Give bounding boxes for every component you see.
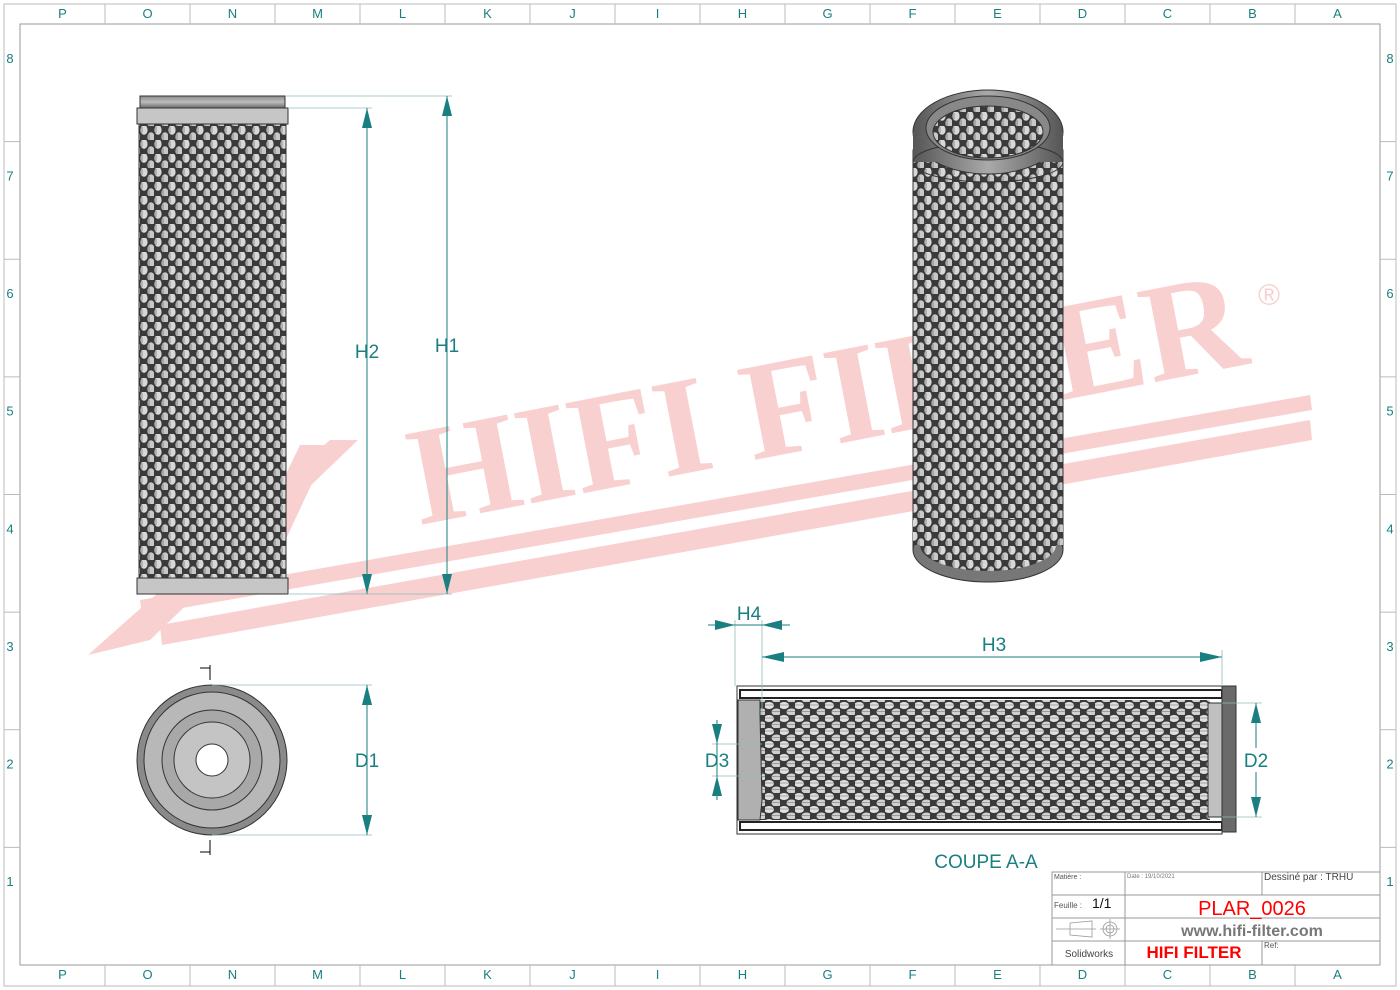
column-label: N bbox=[228, 967, 237, 982]
column-label: F bbox=[909, 967, 917, 982]
brand-text: HIFI FILTER bbox=[1146, 943, 1241, 962]
row-label: 1 bbox=[6, 874, 13, 889]
end-view: D1 bbox=[136, 665, 379, 855]
column-label: E bbox=[993, 967, 1002, 982]
column-label: O bbox=[142, 6, 152, 21]
front-view: H2 H1 bbox=[136, 95, 459, 595]
row-label: 4 bbox=[6, 521, 13, 536]
column-label: P bbox=[58, 967, 67, 982]
column-label: G bbox=[822, 6, 832, 21]
row-label: 4 bbox=[1386, 521, 1393, 536]
row-label: 3 bbox=[6, 639, 13, 654]
dim-h4: H4 bbox=[737, 604, 762, 625]
row-label: 5 bbox=[1386, 404, 1393, 419]
row-label: 8 bbox=[6, 51, 13, 66]
column-label: C bbox=[1163, 6, 1172, 21]
column-label: D bbox=[1078, 6, 1087, 21]
row-label: 7 bbox=[6, 168, 13, 183]
column-label: N bbox=[228, 6, 237, 21]
column-label: O bbox=[142, 967, 152, 982]
row-label: 5 bbox=[6, 404, 13, 419]
column-label: J bbox=[569, 967, 576, 982]
website-text: www.hifi-filter.com bbox=[1180, 923, 1323, 940]
row-label: 2 bbox=[1386, 757, 1393, 772]
row-label: 2 bbox=[6, 757, 13, 772]
column-label: I bbox=[656, 6, 660, 21]
column-label: H bbox=[738, 967, 747, 982]
section-view: H4 H3 D3 D2 COUPE A-A bbox=[705, 604, 1272, 873]
row-label: 7 bbox=[1386, 168, 1393, 183]
registered-mark: ® bbox=[1258, 279, 1280, 312]
dim-h2: H2 bbox=[355, 342, 379, 363]
column-label: H bbox=[738, 6, 747, 21]
row-label: 1 bbox=[1386, 874, 1393, 889]
column-label: F bbox=[909, 6, 917, 21]
column-label: K bbox=[483, 6, 492, 21]
column-label: G bbox=[822, 967, 832, 982]
dim-h1: H1 bbox=[435, 336, 459, 357]
column-label: B bbox=[1248, 6, 1257, 21]
column-label: A bbox=[1333, 6, 1342, 21]
column-label: L bbox=[399, 6, 406, 21]
projection-symbol-icon bbox=[1056, 919, 1120, 939]
column-label: L bbox=[399, 967, 406, 982]
drawing-number: PLAR_0026 bbox=[1198, 898, 1306, 920]
column-label: P bbox=[58, 6, 67, 21]
title-block: Matière : Date : 19/10/2021 Dessiné par … bbox=[1051, 871, 1381, 966]
row-label: 3 bbox=[1386, 639, 1393, 654]
grid-references: P P O O N N M M L L K K J J I I H H G G F F E E D D C C B B A A 8 8 7 7 6 6 5 5… bbox=[4, 4, 1396, 986]
software-text: Solidworks bbox=[1065, 949, 1113, 960]
matiere-label: Matière : bbox=[1054, 874, 1081, 881]
dim-h3: H3 bbox=[982, 635, 1006, 656]
dim-d1: D1 bbox=[355, 751, 379, 772]
date-text: Date : 19/10/2021 bbox=[1127, 874, 1175, 880]
feuille-value: 1/1 bbox=[1092, 895, 1112, 911]
ref-label: Ref: bbox=[1264, 941, 1279, 950]
column-label: J bbox=[569, 6, 576, 21]
row-label: 6 bbox=[1386, 286, 1393, 301]
isometric-view bbox=[912, 89, 1064, 583]
column-label: K bbox=[483, 967, 492, 982]
column-label: E bbox=[993, 6, 1002, 21]
column-label: B bbox=[1248, 967, 1257, 982]
column-label: C bbox=[1163, 967, 1172, 982]
column-label: M bbox=[312, 967, 323, 982]
dim-d3: D3 bbox=[705, 751, 729, 772]
column-label: I bbox=[656, 967, 660, 982]
column-label: A bbox=[1333, 967, 1342, 982]
section-label: COUPE A-A bbox=[934, 852, 1038, 873]
row-label: 6 bbox=[6, 286, 13, 301]
feuille-label: Feuille : bbox=[1054, 901, 1082, 910]
row-label: 8 bbox=[1386, 51, 1393, 66]
column-label: D bbox=[1078, 967, 1087, 982]
drawn-by: Dessiné par : TRHU bbox=[1264, 872, 1353, 883]
dim-d2: D2 bbox=[1244, 751, 1268, 772]
column-label: M bbox=[312, 6, 323, 21]
